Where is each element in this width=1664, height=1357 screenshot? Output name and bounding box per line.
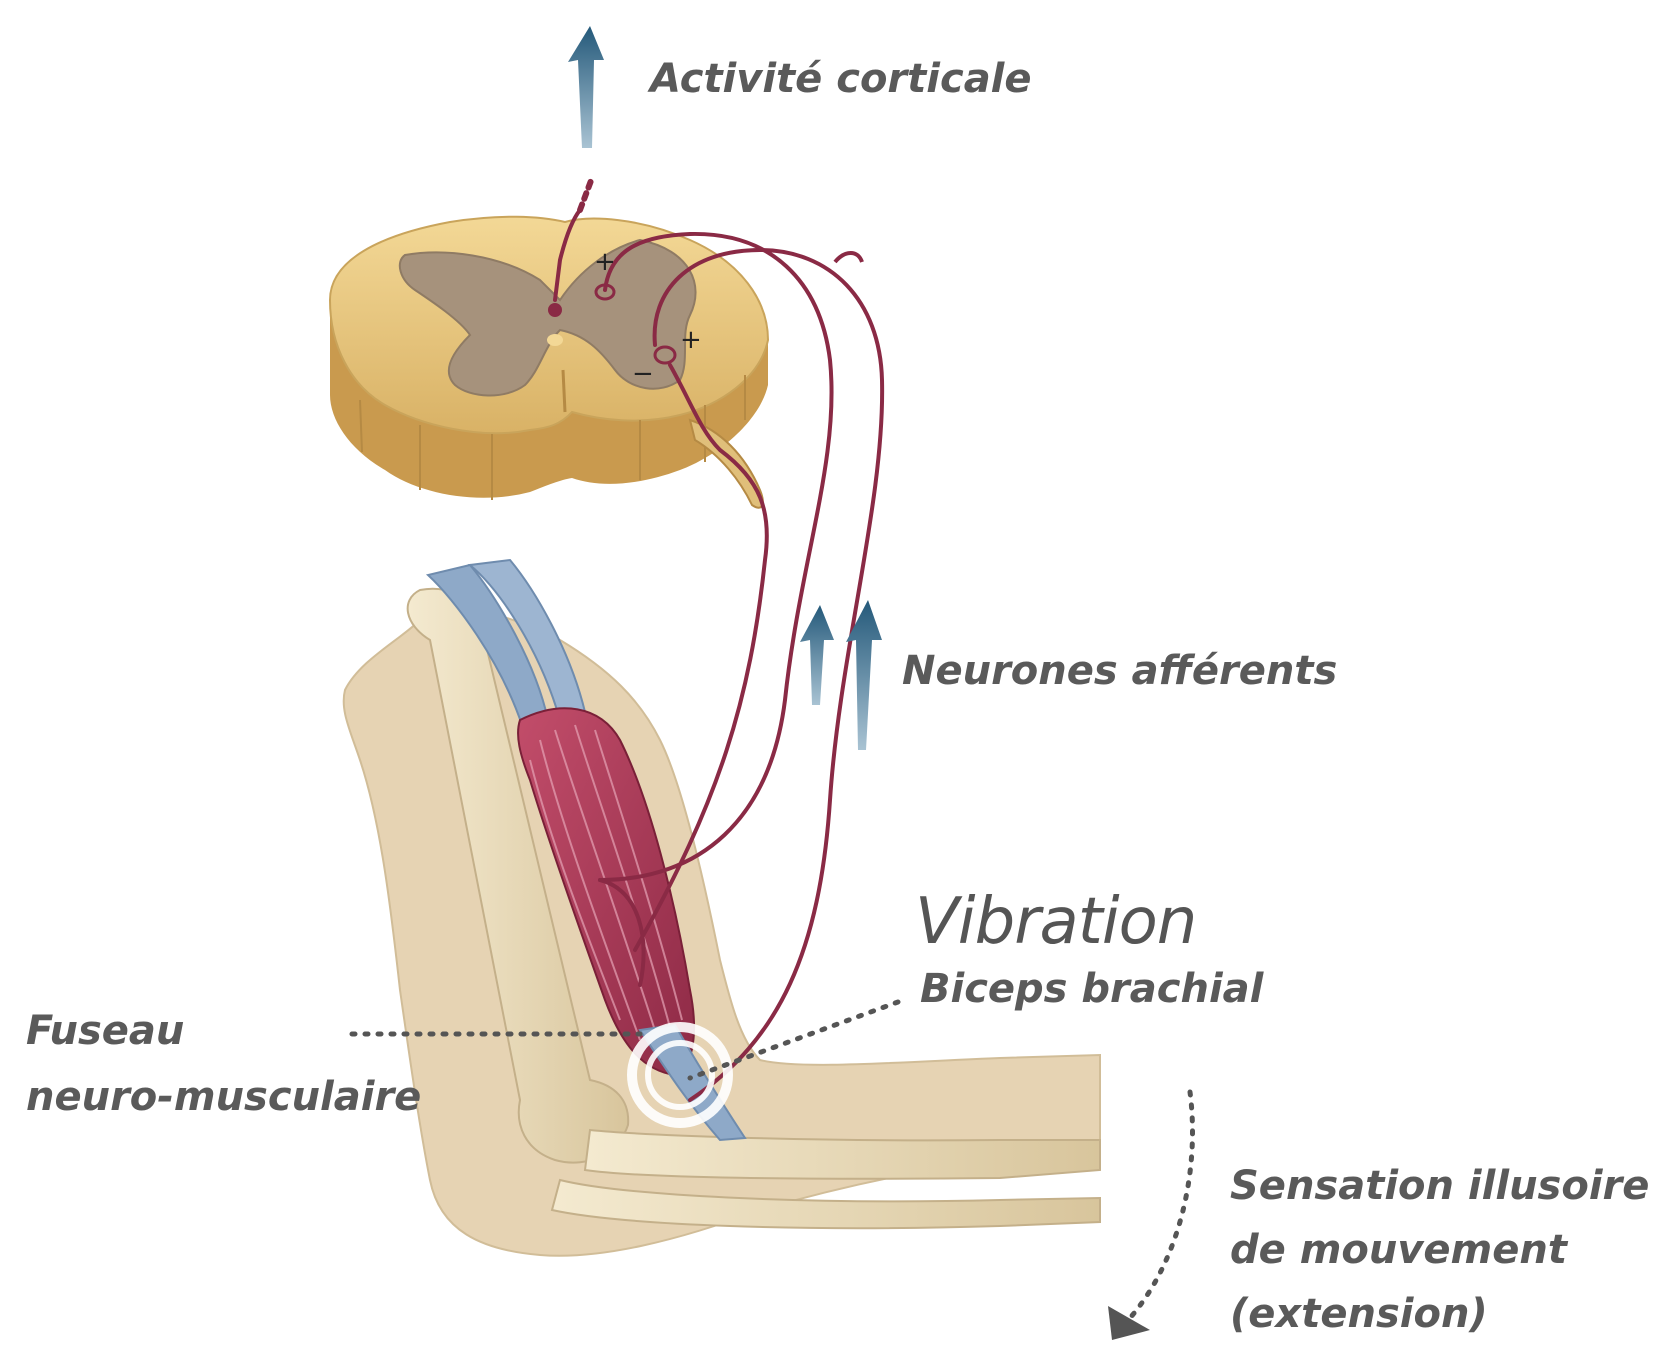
spindle-label-line-1: Fuseau xyxy=(26,1008,185,1054)
sign-minus: − xyxy=(632,359,654,389)
synapse-signs: + + − xyxy=(594,247,702,389)
illusion-label: Sensation illusoire de mouvement (extens… xyxy=(1230,1154,1649,1346)
synapses xyxy=(548,251,864,365)
vibration-ring-icon xyxy=(627,1022,733,1128)
leader-lines xyxy=(349,999,901,1081)
dotted-curved-arrow-icon xyxy=(1108,1089,1195,1340)
spindle-label-line-2: neuro-musculaire xyxy=(26,1074,422,1120)
illusion-label-line-1: Sensation illusoire xyxy=(1230,1163,1650,1209)
up-arrow-icon xyxy=(568,26,604,148)
biceps-leader xyxy=(687,999,901,1081)
nerve-fibers xyxy=(553,175,885,1102)
distal-tendon xyxy=(638,1023,747,1142)
illusion-label-line-3: (extension) xyxy=(1230,1291,1488,1337)
arm xyxy=(342,558,1101,1257)
sign-plus-2: + xyxy=(680,325,702,355)
illusion-label-line-2: de mouvement xyxy=(1230,1227,1567,1273)
up-arrow-icon xyxy=(800,605,834,705)
cortical-activity-label: Activité corticale xyxy=(650,56,1032,102)
biceps-muscle xyxy=(517,707,696,1077)
biceps-label: Biceps brachial xyxy=(920,966,1264,1012)
spindle-label: Fuseau neuro-musculaire xyxy=(26,998,421,1130)
afferent-neurons-label: Neurones afférents xyxy=(902,648,1338,694)
spinal-cord xyxy=(328,215,770,509)
up-arrow-icon xyxy=(846,600,882,750)
vibration-label: Vibration xyxy=(915,885,1197,959)
sign-plus-1: + xyxy=(594,247,616,277)
